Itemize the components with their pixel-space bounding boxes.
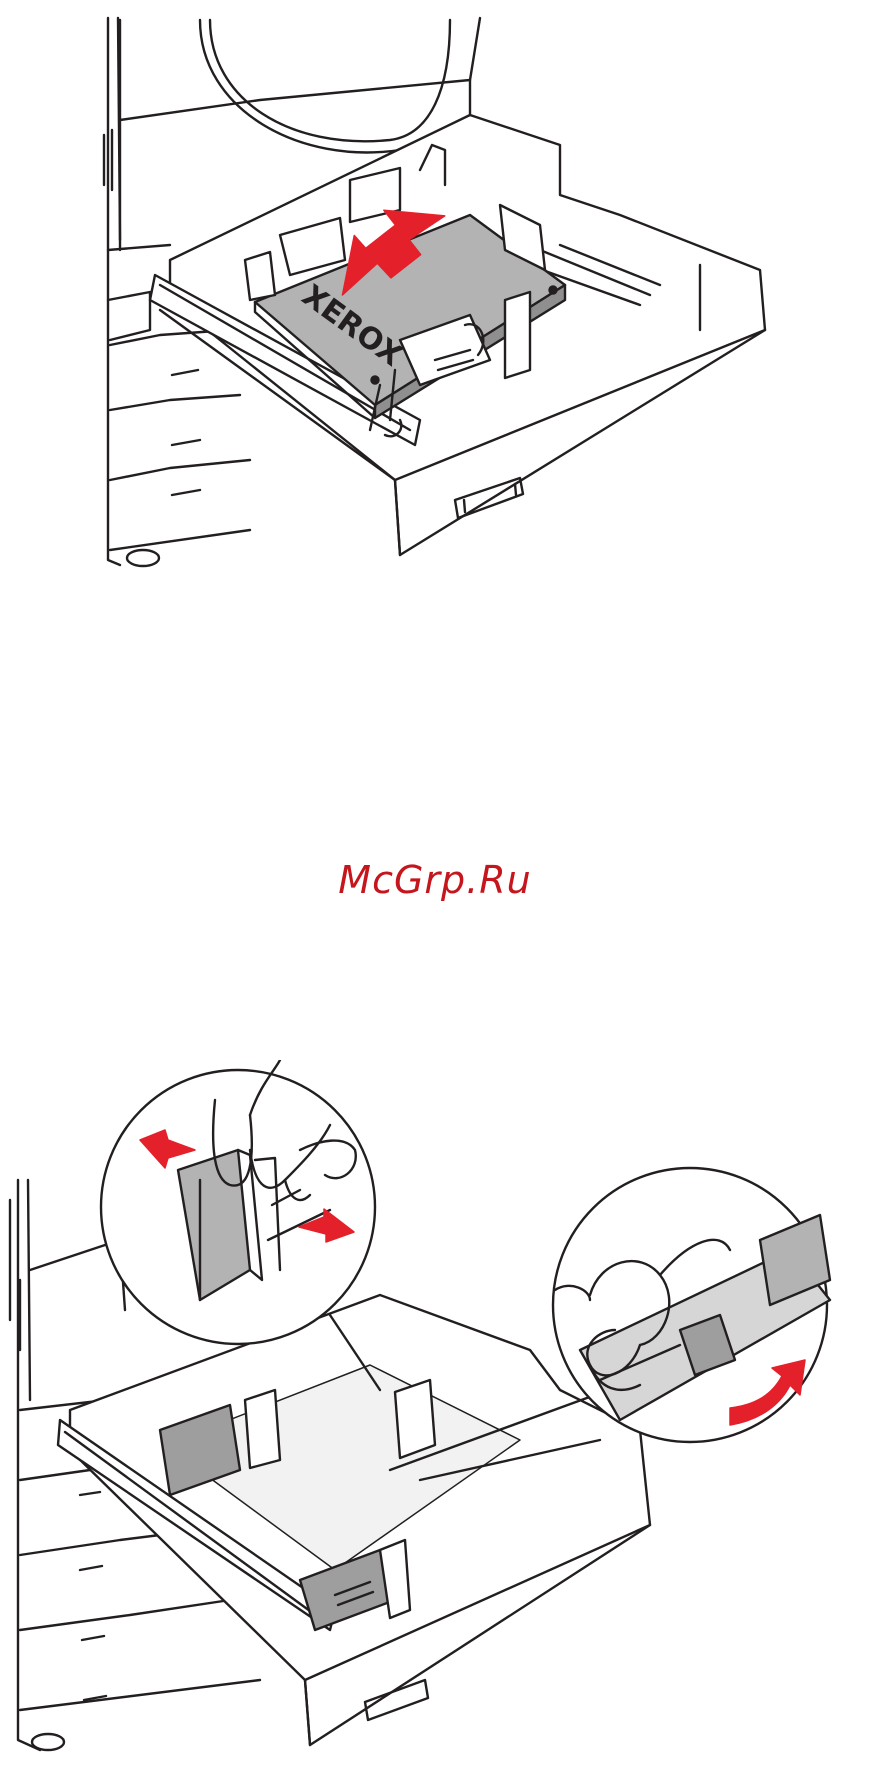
watermark-text: McGrp.Ru — [0, 858, 870, 902]
adjust-guides-illustration — [0, 1060, 870, 1782]
right-detail-circle — [553, 1168, 830, 1442]
load-paper-illustration: XEROX — [0, 0, 870, 580]
left-detail-circle — [101, 1060, 375, 1344]
